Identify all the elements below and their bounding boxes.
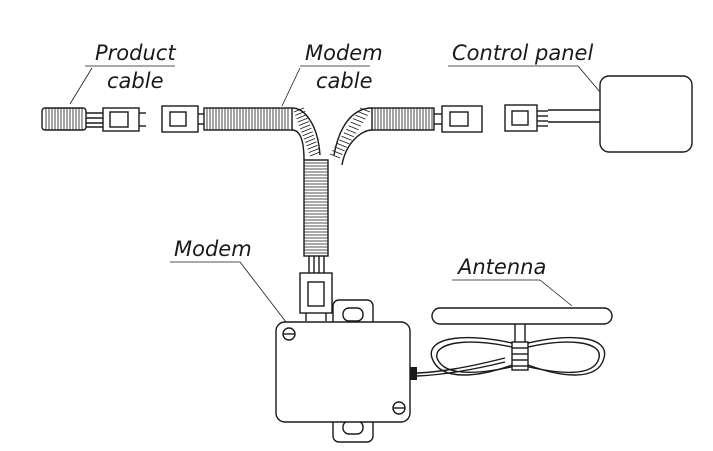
label-antenna: Antenna [452,255,573,307]
label-control-panel: Control panel [448,41,601,93]
label-control-panel-text: Control panel [452,41,593,65]
label-antenna-text: Antenna [456,255,546,279]
label-modem-cable: Modem cable [281,41,383,107]
label-modem: Modem [170,237,287,323]
label-modem-cable-line2: cable [316,69,373,93]
antenna [416,307,613,377]
modem-cable [161,105,483,321]
label-modem-cable-line1: Modem [305,41,383,65]
label-product-cable-line1: Product [95,41,176,65]
control-panel [504,75,693,153]
label-modem-text: Modem [174,237,252,261]
label-product-cable: Product cable [69,41,176,105]
label-product-cable-line2: cable [107,69,164,93]
modem-box [275,299,417,443]
product-cable [41,107,146,132]
